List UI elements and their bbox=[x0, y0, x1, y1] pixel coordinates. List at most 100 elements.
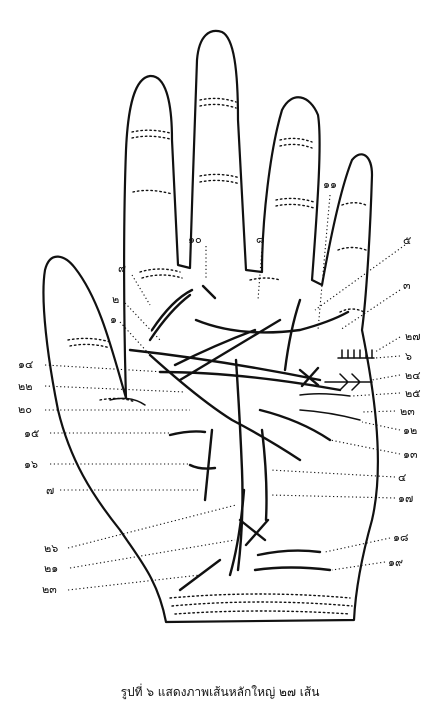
leader-3 bbox=[339, 289, 401, 331]
crease-base-3 bbox=[249, 277, 281, 281]
leader-26 bbox=[67, 504, 237, 549]
cross-mark-b bbox=[300, 366, 320, 388]
branch-24 bbox=[324, 373, 373, 391]
crease-wrist-3 bbox=[174, 610, 351, 615]
leader-9 bbox=[131, 274, 151, 306]
leader-2 bbox=[124, 302, 161, 341]
leader-8 bbox=[257, 247, 263, 301]
label-26: ๒๖ bbox=[44, 542, 58, 555]
leader-22 bbox=[44, 385, 186, 393]
crease-index-2 bbox=[131, 135, 171, 140]
crease-base-4 bbox=[339, 308, 365, 313]
label-7: ๗ bbox=[46, 484, 54, 497]
line-v3 bbox=[228, 488, 246, 577]
crease-base-2 bbox=[141, 274, 183, 279]
label-11: ๑๑ bbox=[323, 178, 337, 191]
label-24: ๒๔ bbox=[405, 369, 421, 382]
label-25: ๒๕ bbox=[405, 387, 421, 400]
leader-25 bbox=[351, 392, 401, 397]
line-life bbox=[148, 353, 302, 462]
label-3: ๓ bbox=[403, 279, 411, 292]
line-cross-a bbox=[173, 328, 257, 367]
crease-base-1 bbox=[139, 268, 181, 273]
label-13: ๑๓ bbox=[403, 448, 418, 461]
leader-21 bbox=[69, 539, 236, 569]
crease-ring-2 bbox=[279, 143, 313, 149]
leader-18 bbox=[324, 537, 391, 553]
line-fate bbox=[234, 358, 244, 572]
crease-middle-2 bbox=[199, 103, 237, 109]
label-23b: ๒๓ bbox=[42, 583, 57, 596]
leader-24 bbox=[371, 374, 401, 381]
crease-middle-3 bbox=[199, 173, 241, 179]
crease-middle-1 bbox=[199, 97, 237, 103]
line-cross-b bbox=[178, 318, 282, 382]
label-1: ๑ bbox=[110, 313, 117, 326]
leader-11 bbox=[317, 194, 331, 331]
line-heart-b bbox=[148, 293, 192, 342]
crease-thumb-2 bbox=[69, 343, 111, 349]
line-25-branch bbox=[299, 392, 351, 397]
line-12 bbox=[299, 409, 361, 421]
line-mercury bbox=[258, 408, 332, 442]
line-ring bbox=[201, 284, 217, 300]
line-bottom-b bbox=[253, 566, 332, 572]
label-21: ๒๑ bbox=[44, 562, 58, 575]
crease-index-3 bbox=[132, 189, 173, 195]
leader-12 bbox=[361, 421, 401, 431]
label-12: ๑๒ bbox=[403, 424, 417, 437]
line-bottom-a bbox=[256, 549, 322, 557]
line-head bbox=[128, 348, 322, 382]
crease-little-2 bbox=[337, 246, 367, 251]
leader-27 bbox=[374, 336, 401, 353]
line-heart-c bbox=[150, 288, 194, 332]
leader-23b bbox=[67, 574, 201, 591]
label-19: ๑๙ bbox=[388, 556, 403, 569]
line-head-b bbox=[158, 370, 342, 392]
crease-little-1 bbox=[341, 202, 369, 207]
label-18: ๑๘ bbox=[393, 531, 408, 544]
crease-index-1 bbox=[131, 129, 171, 134]
line-16 bbox=[188, 463, 217, 470]
line-cross-x1 bbox=[238, 518, 267, 542]
line-15 bbox=[168, 430, 207, 437]
label-14: ๑๔ bbox=[18, 358, 33, 371]
crease-ring-3 bbox=[275, 197, 315, 203]
label-6: ๖ bbox=[405, 350, 412, 363]
label-9: ๙ bbox=[118, 262, 126, 275]
label-22: ๒๒ bbox=[18, 380, 33, 393]
label-2: ๒ bbox=[112, 293, 119, 306]
hand-outline bbox=[42, 29, 379, 624]
label-23: ๒๓ bbox=[400, 405, 415, 418]
label-15: ๑๕ bbox=[24, 427, 39, 440]
label-10: ๑๐ bbox=[188, 233, 202, 246]
label-20: ๒๐ bbox=[18, 403, 32, 416]
line-v2 bbox=[260, 428, 268, 522]
line-cross-x2 bbox=[244, 518, 270, 547]
line-bottom-c bbox=[178, 558, 222, 592]
crease-ring-1 bbox=[279, 137, 313, 143]
leader-4 bbox=[269, 469, 396, 478]
leader-6 bbox=[374, 355, 401, 359]
leader-14 bbox=[44, 364, 166, 373]
crease-middle-4 bbox=[199, 179, 241, 185]
label-27: ๒๗ bbox=[405, 330, 421, 343]
label-16: ๑๖ bbox=[24, 458, 38, 471]
figure-caption: รูปที่ ๖ แสดงภาพเส้นหลักใหญ่ ๒๗ เส้น bbox=[120, 685, 320, 699]
label-4: ๔ bbox=[398, 471, 406, 484]
leader-19 bbox=[331, 561, 386, 571]
leader-13 bbox=[329, 439, 401, 455]
line-v1 bbox=[203, 428, 214, 502]
comb-teeth bbox=[341, 349, 373, 359]
thumb-small bbox=[109, 397, 146, 406]
crease-wrist-2 bbox=[171, 601, 353, 607]
crease-wrist-1 bbox=[169, 593, 351, 599]
line-sun bbox=[283, 298, 302, 372]
line-heart-a bbox=[194, 310, 350, 334]
leader-23 bbox=[361, 410, 396, 413]
crease-ring-4 bbox=[275, 203, 315, 209]
label-17: ๑๗ bbox=[398, 492, 413, 505]
crease-thumb-1 bbox=[67, 337, 111, 343]
label-8: ๘ bbox=[256, 233, 265, 246]
